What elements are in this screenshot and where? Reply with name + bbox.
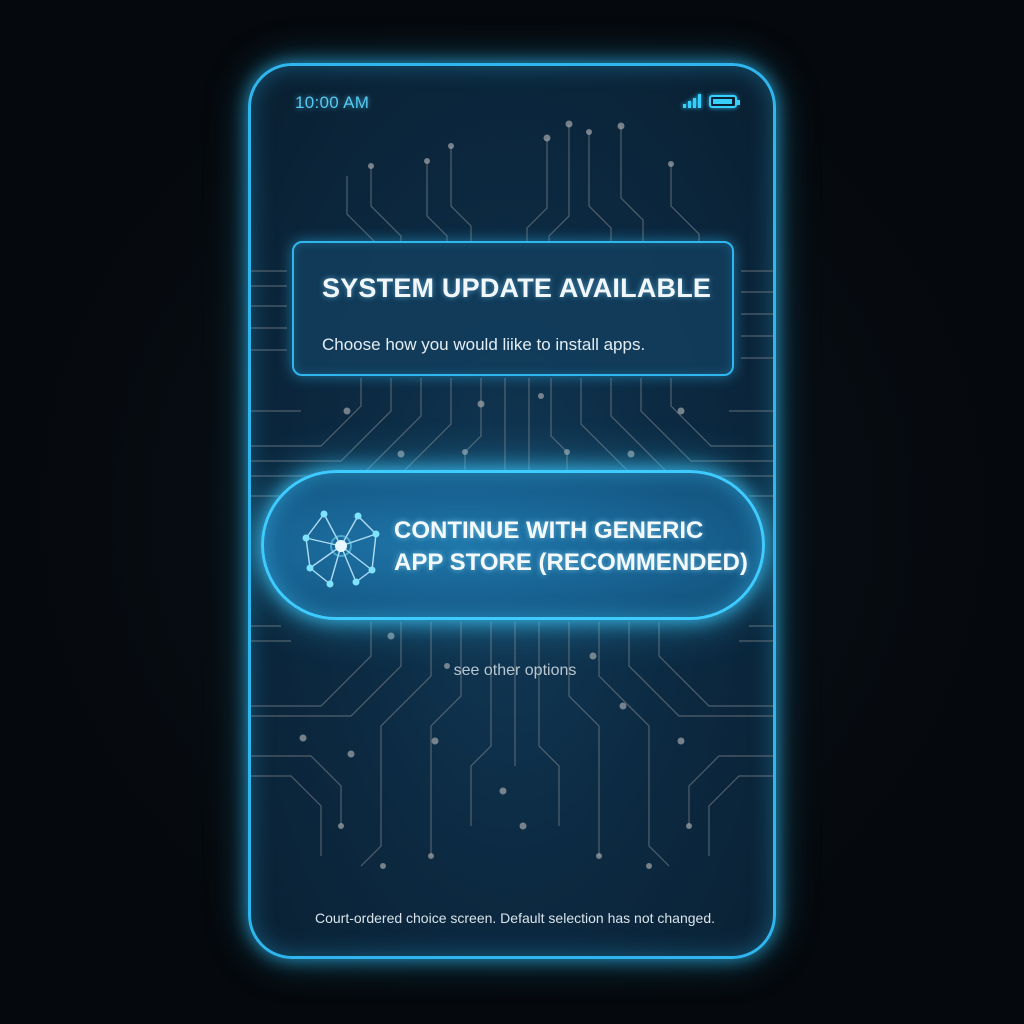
update-subtitle: Choose how you would liike to install ap… <box>322 335 646 354</box>
signal-bars-icon <box>683 94 701 108</box>
see-other-options-link[interactable]: see other options <box>453 662 577 679</box>
continue-button-label: CONTINUE WITH GENERIC APP STORE (RECOMME… <box>394 517 748 576</box>
network-node-icon <box>302 510 380 588</box>
update-title: SYSTEM UPDATE AVAILABLE <box>322 273 712 303</box>
phone-frame: 10:00 AM SYSTEM UPDATE AVAILABLE Choose … <box>248 63 776 959</box>
battery-full-icon <box>709 95 740 108</box>
status-time: 10:00 AM <box>295 93 370 112</box>
update-card: SYSTEM UPDATE AVAILABLE Choose how you w… <box>292 241 734 376</box>
continue-generic-app-store-button[interactable]: CONTINUE WITH GENERIC APP STORE (RECOMME… <box>261 470 765 620</box>
footer-note: Court-ordered choice screen. Default sel… <box>314 910 715 926</box>
status-icons <box>683 94 740 108</box>
